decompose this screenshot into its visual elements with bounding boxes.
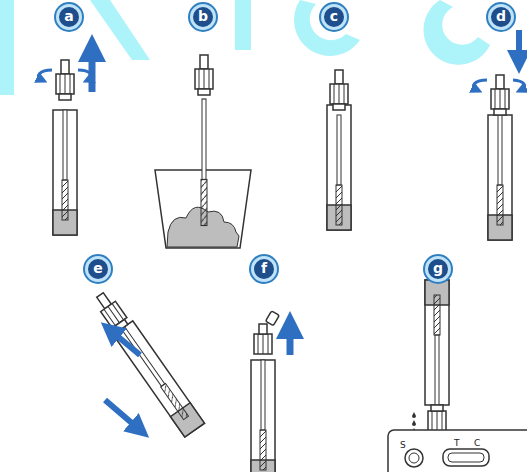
step-letter: g: [425, 256, 451, 282]
test-line-mark: T: [454, 438, 460, 448]
step-letter: d: [488, 4, 514, 30]
step-letter: a: [56, 4, 82, 30]
step-letter: e: [85, 256, 111, 282]
step-letter: f: [251, 256, 277, 282]
step-letter: b: [190, 4, 216, 30]
step-letter: c: [321, 4, 347, 30]
control-line-mark: C: [474, 438, 480, 448]
sample-well-mark: S: [400, 440, 406, 450]
